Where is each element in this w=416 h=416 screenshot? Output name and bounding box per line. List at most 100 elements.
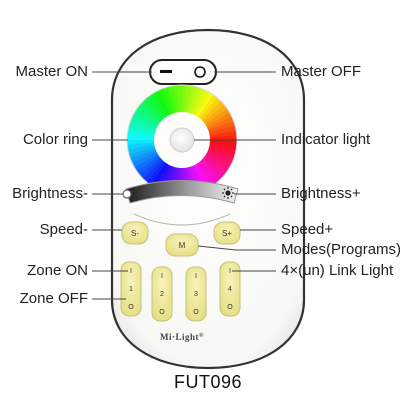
circle-icon	[194, 66, 206, 78]
color-ring-segment	[139, 100, 163, 123]
zone-key-body	[219, 261, 241, 317]
color-ring-segment	[186, 85, 197, 114]
color-ring-segment	[199, 97, 222, 121]
brand-logo: Mi·Light®	[160, 332, 204, 342]
zone-on-mark: I	[229, 268, 231, 275]
label-brightness-plus: Brightness+	[281, 185, 361, 202]
speed-plus-label: S+	[222, 229, 232, 238]
color-ring-segment	[127, 125, 156, 136]
zone-2-key[interactable]: I2O	[151, 266, 173, 322]
color-ring-segment	[163, 86, 176, 114]
color-ring-segment	[127, 144, 155, 155]
color-ring-segment	[208, 144, 237, 155]
model-name: FUT096	[173, 372, 243, 392]
master-off-button[interactable]	[190, 62, 210, 82]
minus-icon	[160, 70, 172, 73]
speed-plus-button[interactable]: S+	[213, 221, 241, 245]
color-ring-segment	[184, 85, 193, 113]
color-ring-segment	[209, 142, 237, 151]
color-ring-segment	[149, 162, 168, 188]
speed-minus-label: S-	[131, 229, 139, 238]
color-ring-segment	[191, 88, 206, 115]
color-ring-segment	[208, 147, 236, 160]
sun-icon	[222, 187, 234, 199]
master-switch	[149, 59, 217, 85]
color-ring-segment	[130, 149, 157, 164]
color-ring-segment	[208, 121, 236, 134]
leader-modes	[197, 245, 276, 251]
color-ring-segment	[143, 97, 165, 121]
color-ring-segment	[130, 116, 157, 131]
color-ring-segment	[139, 157, 163, 179]
label-master-on: Master ON	[15, 63, 88, 80]
zone-1-key[interactable]: I1O	[120, 261, 142, 317]
color-ring-segment	[136, 155, 161, 176]
label-zone-on: Zone ON	[27, 262, 88, 279]
color-ring-segment	[154, 89, 171, 116]
zone-off-mark: O	[227, 304, 233, 311]
color-ring-segment	[146, 94, 167, 119]
leader-lines	[92, 71, 276, 300]
color-ring-segment	[146, 161, 166, 186]
color-ring-segment	[127, 139, 155, 145]
color-ring-segment	[182, 85, 188, 113]
zone-3-key[interactable]: I 3O	[185, 266, 207, 322]
brightness-slider[interactable]	[125, 180, 239, 204]
zone-key-body	[151, 266, 173, 322]
color-ring-segment	[127, 129, 155, 138]
color-ring-segment	[132, 111, 158, 129]
zone-on-mark: I	[161, 273, 163, 280]
speed-minus-button[interactable]: S-	[121, 221, 149, 245]
zone-on-mark: I	[195, 273, 197, 280]
zone-number: 4	[228, 286, 232, 293]
zone-key-body	[185, 266, 207, 322]
zone-number: 3	[194, 291, 198, 298]
color-ring-segment	[209, 135, 237, 141]
color-ring-segment	[209, 125, 237, 136]
color-ring-segment	[177, 85, 183, 113]
color-ring-segment	[150, 92, 169, 118]
mode-button[interactable]: M	[165, 233, 199, 257]
color-ring-segment	[167, 85, 178, 113]
label-master-off: Master OFF	[281, 63, 362, 80]
indicator-light	[169, 127, 195, 153]
color-ring-segment	[195, 162, 214, 188]
color-ring-segment	[209, 140, 237, 146]
color-ring-segment	[193, 90, 211, 116]
zone-key-body	[120, 261, 142, 317]
label-color-ring: Color ring	[22, 131, 88, 148]
color-ring-segment	[203, 104, 228, 125]
color-ring-segment	[196, 92, 215, 118]
color-ring[interactable]	[126, 84, 238, 196]
color-ring-segment	[199, 159, 221, 183]
zone-off-mark: O	[193, 309, 199, 316]
label-indicator-light: Indicator light	[281, 131, 371, 148]
color-ring-segment	[201, 157, 225, 180]
color-ring-segment	[204, 154, 230, 173]
color-ring-segment	[189, 86, 202, 114]
zone-4-key[interactable]: I 4O	[219, 261, 241, 317]
label-speed-minus: Speed-	[39, 221, 88, 238]
color-ring-segment	[198, 94, 218, 119]
zone-on-mark: I	[130, 268, 132, 275]
color-ring-segment	[142, 159, 165, 183]
color-ring-segment	[203, 156, 228, 176]
label-speed-plus: Speed+	[281, 221, 334, 238]
brightness-minus-dot	[122, 189, 132, 199]
color-ring-segment	[207, 149, 234, 164]
label-brightness-minus: Brightness-	[12, 185, 88, 202]
color-ring-segment	[134, 153, 160, 172]
label-link-light: 4×(un) Link Light	[281, 262, 394, 279]
color-ring-segment	[128, 120, 156, 133]
label-modes: Modes(Programs)	[281, 241, 402, 258]
color-ring-segment	[206, 151, 232, 169]
brightness-arc-lower	[133, 213, 231, 226]
color-ring-segment	[207, 116, 234, 131]
color-ring-segment	[197, 161, 218, 186]
color-ring-segment	[204, 108, 230, 127]
label-zone-off: Zone OFF	[19, 290, 88, 307]
zone-off-mark: O	[159, 309, 165, 316]
color-ring-segment	[128, 146, 156, 159]
